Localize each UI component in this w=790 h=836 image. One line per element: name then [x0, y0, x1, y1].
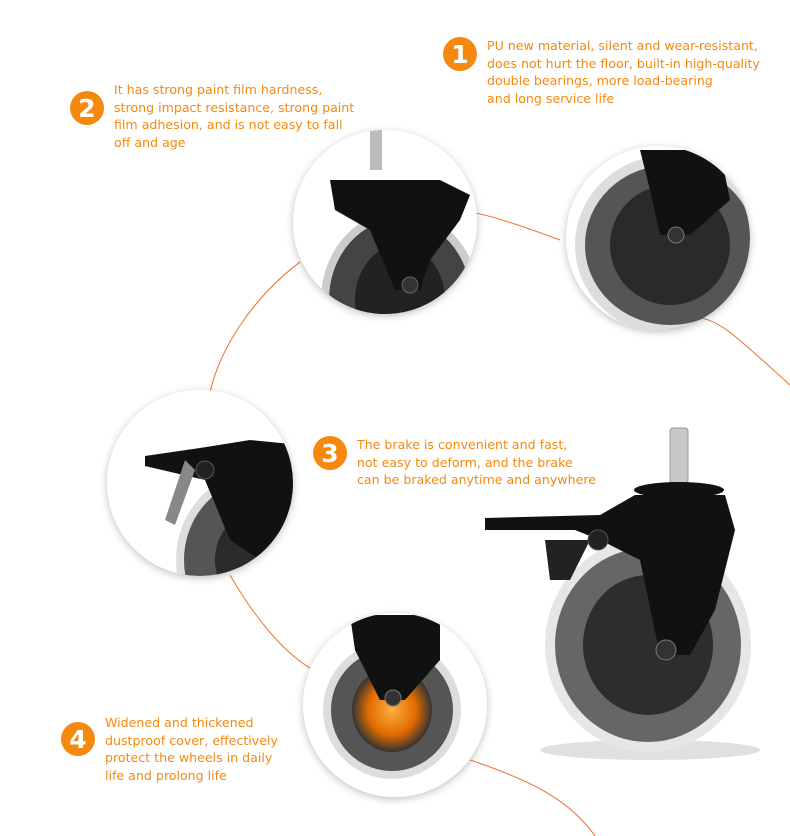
caster-wheel-main — [485, 427, 760, 760]
feature-text: PU new material, silent and wear-resista… — [487, 38, 760, 106]
number-badge: 3 — [313, 436, 347, 470]
feature-text: It has strong paint film hardness, stron… — [114, 82, 355, 150]
feature-1: 1 PU new material, silent and wear-resis… — [443, 37, 760, 107]
feature-2: 2 It has strong paint film hardness, str… — [70, 81, 354, 151]
feature-4: 4 Widened and thickened dustproof cover,… — [61, 714, 278, 784]
connector-line — [209, 211, 790, 836]
number-badge: 2 — [70, 91, 104, 125]
feature-text: The brake is convenient and fast, not ea… — [357, 437, 596, 487]
feature-text: Widened and thickened dustproof cover, e… — [105, 715, 278, 783]
number-badge: 4 — [61, 722, 95, 756]
number-badge: 1 — [443, 37, 477, 71]
feature-3: 3 The brake is convenient and fast, not … — [313, 436, 596, 489]
